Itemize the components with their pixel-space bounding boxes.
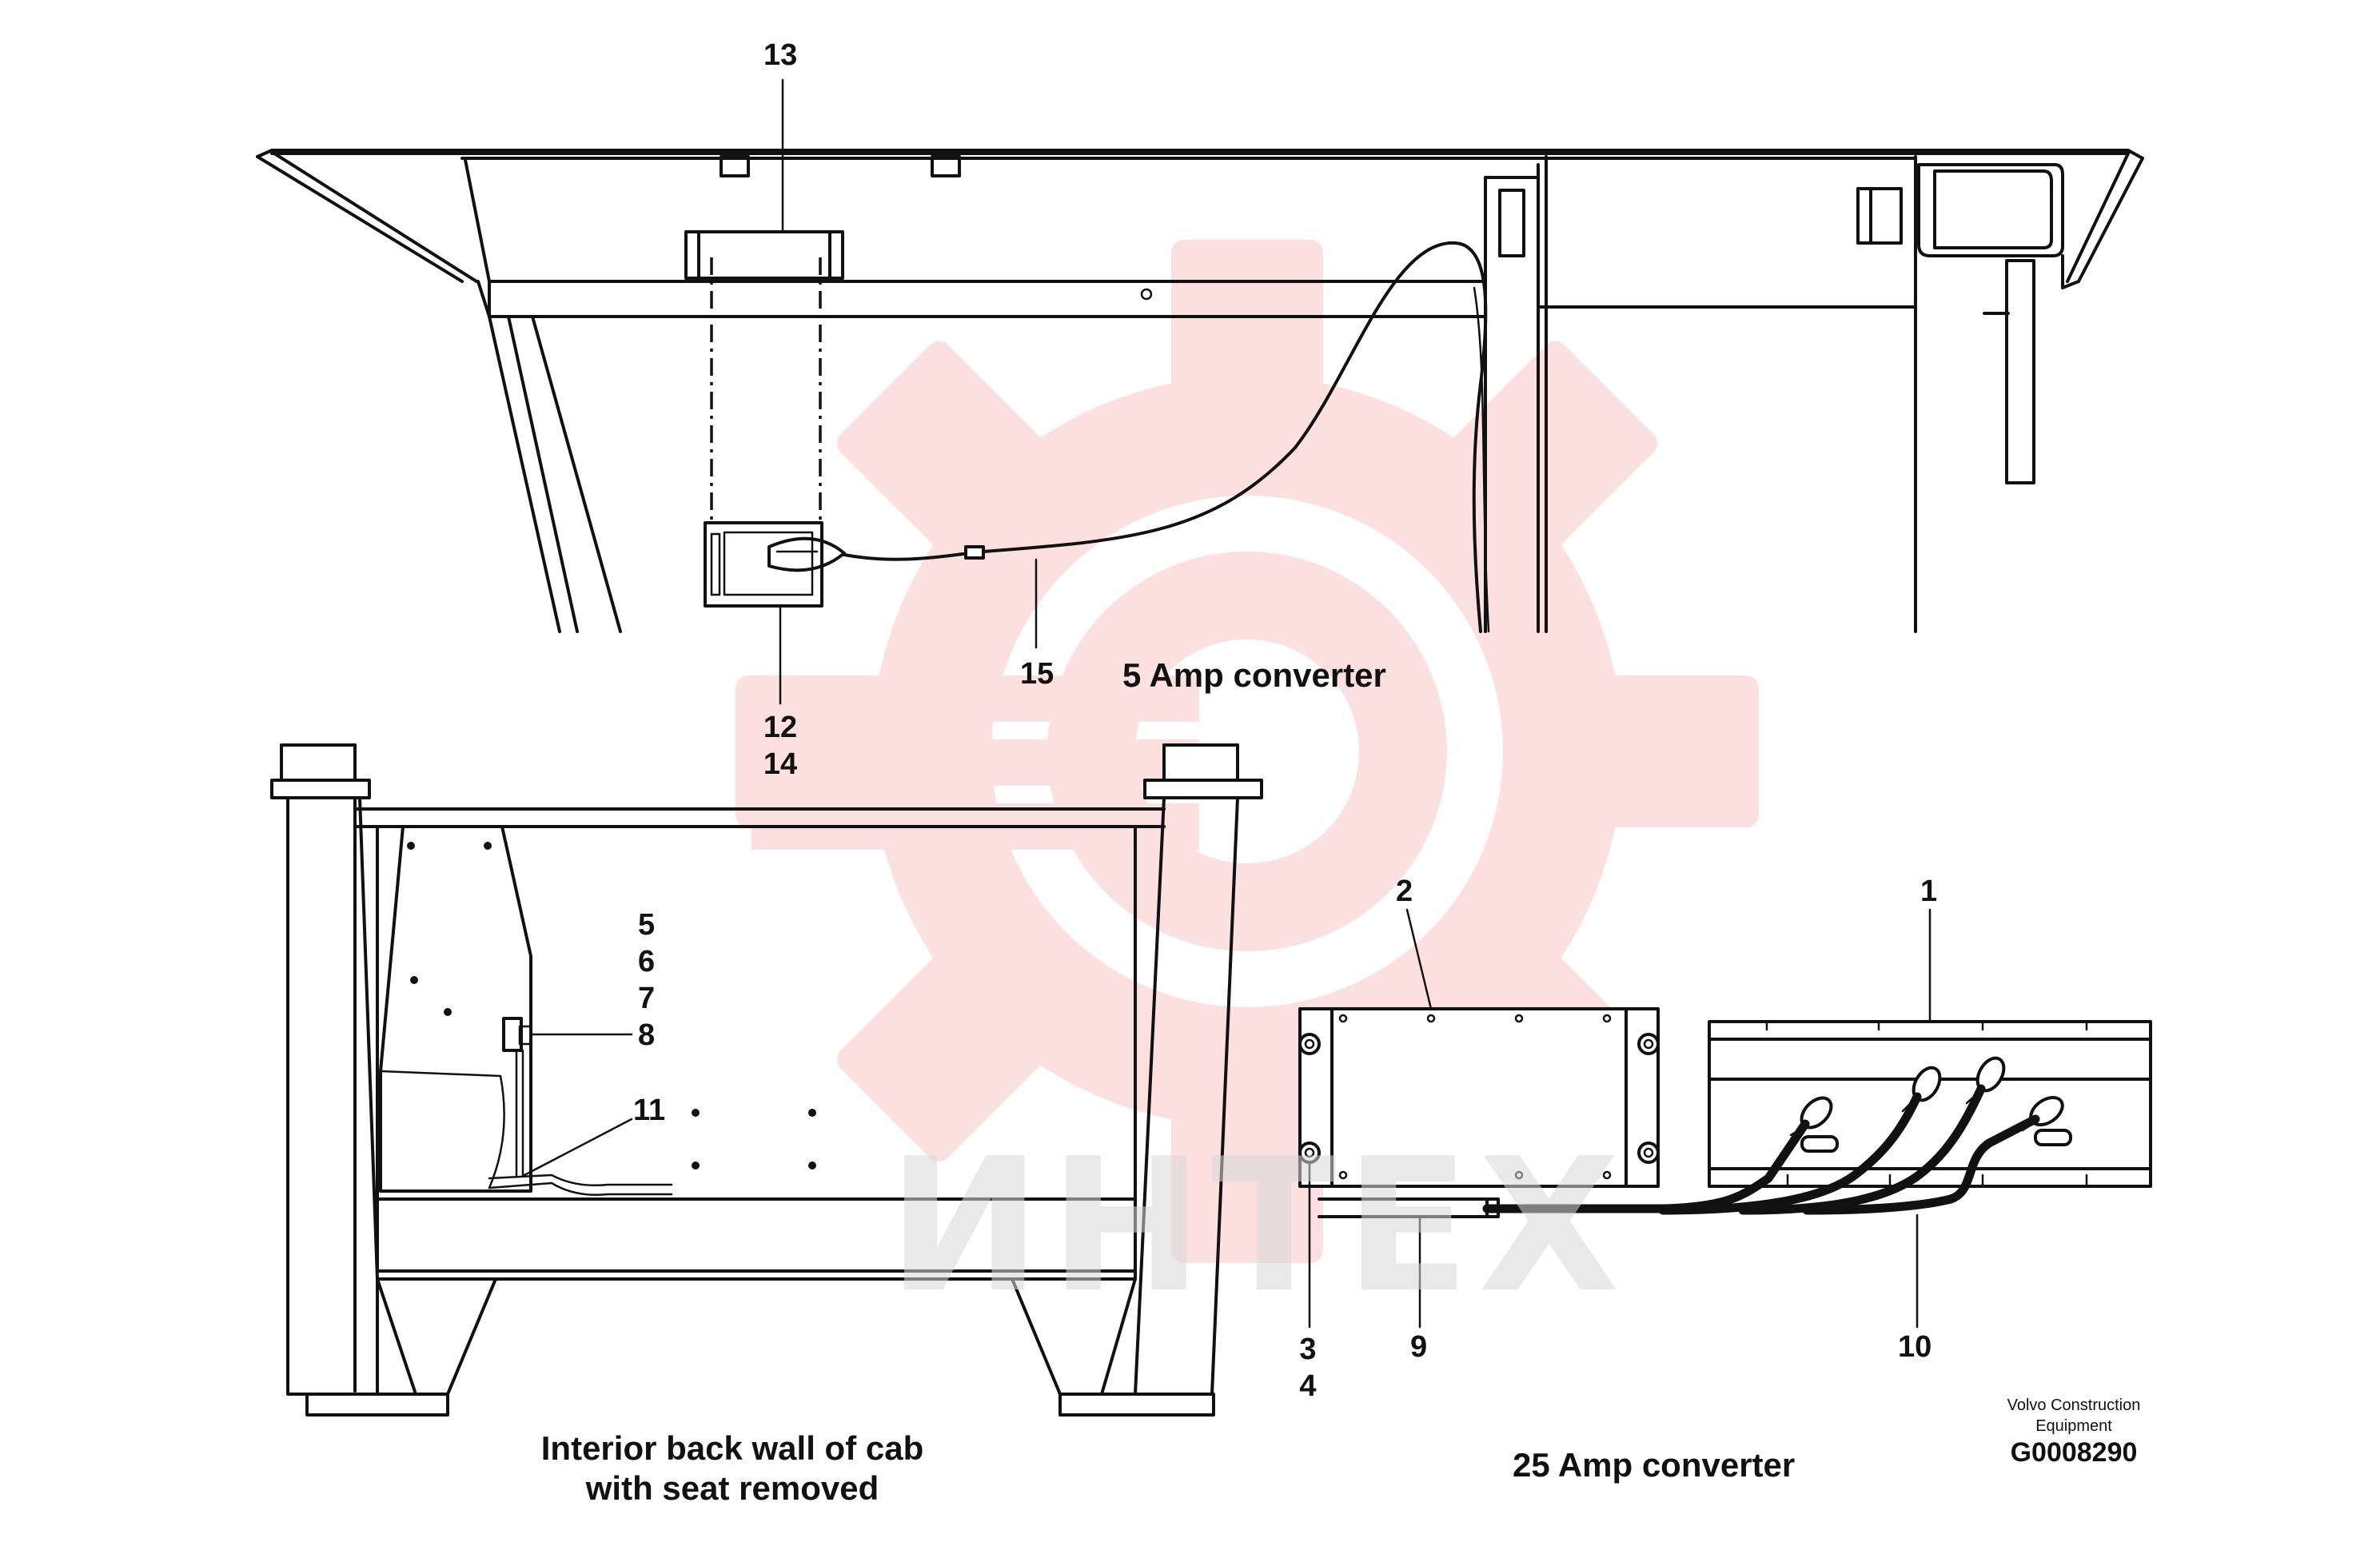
label-7: 7 [638,982,656,1015]
label-6: 6 [638,945,656,978]
drawing-code: G0008290 [2010,1437,2138,1468]
cab-ceiling-view [256,78,2144,705]
watermark-gear-logo [736,240,1759,1263]
caption-interior-line1: Interior back wall of cab [540,1429,924,1467]
label-14: 14 [763,747,798,781]
25-amp-converter-view [1298,908,2152,1329]
label-10: 10 [1898,1330,1932,1364]
caption-interior-line2: with seat removed [585,1469,879,1507]
label-3: 3 [1299,1333,1317,1366]
label-11: 11 [633,1094,666,1127]
watermark-text: ИНТЕХ [887,1120,1629,1333]
label-2: 2 [1396,875,1413,908]
label-9: 9 [1410,1330,1428,1364]
label-13: 13 [763,38,798,72]
label-5: 5 [638,908,656,942]
caption-25-amp-converter: 25 Amp converter [1513,1446,1796,1484]
company-name-line1: Volvo Construction [2007,1397,2141,1414]
label-15: 15 [1020,657,1054,691]
interior-back-wall-view [270,743,1263,1417]
label-12: 12 [763,711,798,744]
label-4: 4 [1299,1369,1317,1403]
company-name-line2: Equipment [2035,1417,2112,1435]
caption-5-amp-converter: 5 Amp converter [1122,656,1386,694]
label-8: 8 [638,1018,656,1052]
label-1: 1 [1920,875,1938,908]
